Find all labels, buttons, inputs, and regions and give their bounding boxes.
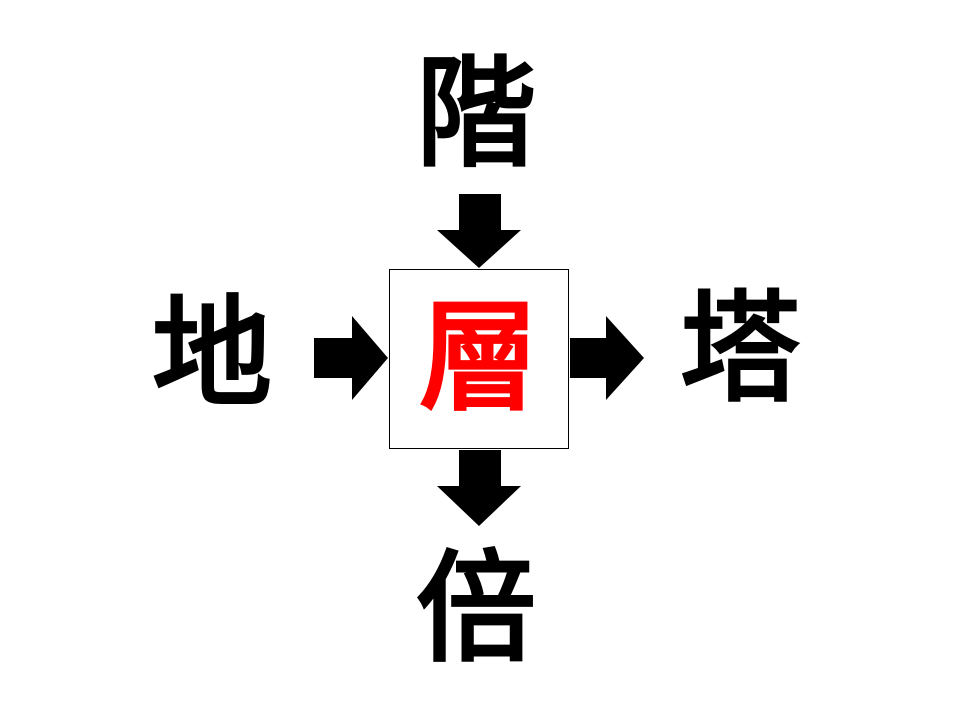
kanji-left: 地	[152, 285, 272, 424]
arrow-left-to-center	[314, 316, 388, 400]
kanji-bottom: 倍	[416, 540, 536, 679]
kanji-right: 塔	[680, 280, 800, 419]
kanji-top: 階	[416, 45, 536, 184]
answer-box: 層	[389, 269, 569, 449]
arrow-center-to-bottom	[437, 450, 521, 526]
answer-kanji: 層	[419, 289, 539, 428]
arrow-center-to-right	[570, 316, 644, 400]
arrow-top-to-center	[437, 194, 521, 268]
